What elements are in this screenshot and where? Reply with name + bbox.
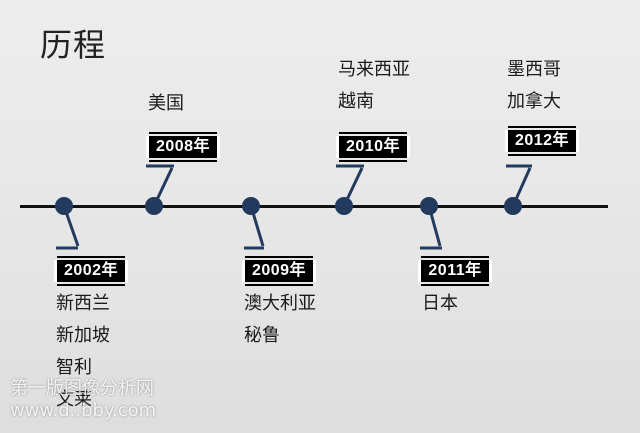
countries-2008: 美国 [148, 88, 184, 120]
watermark-line2: www.d..bby.com [10, 400, 157, 421]
timeline-dot-2009 [242, 197, 260, 215]
country: 日本 [422, 293, 458, 314]
country: 文莱 [56, 389, 92, 410]
watermark: 第一版图像分析网 www.d..bby.com [10, 378, 156, 422]
country: 加拿大 [507, 91, 561, 112]
year-label-2009: 2009年 [242, 256, 316, 286]
country: 智利 [56, 357, 92, 378]
page-title: 历程 [40, 26, 107, 64]
country: 秘鲁 [244, 325, 280, 346]
country: 越南 [338, 91, 374, 112]
countries-2010: 马来西亚 越南 [338, 54, 410, 118]
country: 澳大利亚 [244, 293, 316, 314]
year-label-2008: 2008年 [146, 132, 220, 162]
country: 美国 [148, 93, 184, 114]
watermark-line1: 第一版图像分析网 [10, 378, 154, 399]
country: 墨西哥 [507, 59, 561, 80]
year-label-2002: 2002年 [54, 256, 128, 286]
year-label-2010: 2010年 [336, 132, 410, 162]
countries-2009: 澳大利亚 秘鲁 [244, 288, 316, 352]
timeline-dot-2010 [335, 197, 353, 215]
timeline-dot-2012 [504, 197, 522, 215]
countries-2002: 新西兰 新加坡 智利 文莱 [56, 288, 110, 416]
year-label-2011: 2011年 [418, 256, 492, 286]
year-label-2012: 2012年 [505, 126, 579, 156]
timeline-dot-2002 [55, 197, 73, 215]
countries-2011: 日本 [422, 288, 458, 320]
country: 马来西亚 [338, 59, 410, 80]
timeline-dot-2011 [420, 197, 438, 215]
country: 新西兰 [56, 293, 110, 314]
country: 新加坡 [56, 325, 110, 346]
countries-2012: 墨西哥 加拿大 [507, 54, 561, 118]
timeline-dot-2008 [145, 197, 163, 215]
timeline-axis [20, 205, 608, 208]
